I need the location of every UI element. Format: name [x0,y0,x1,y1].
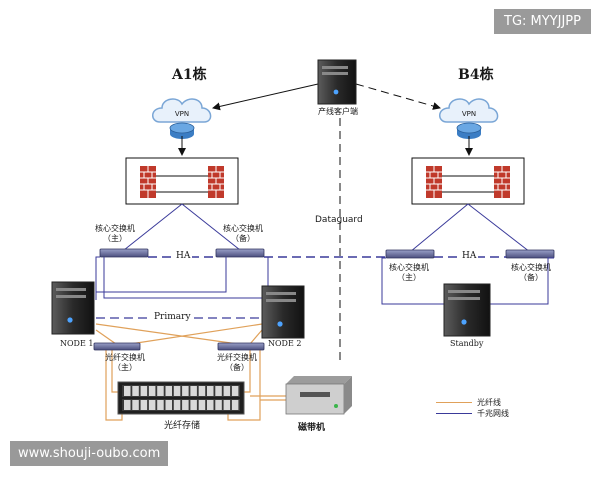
disk-slot [231,386,239,396]
disk-slot [182,400,189,410]
disk-slot [148,386,156,396]
disk-slot [132,386,139,396]
core-switch-a-backup [215,248,265,258]
disk-slot [132,400,139,410]
disk-slot [173,386,181,396]
disk-slot [124,386,131,396]
core-switch-a-backup-name: 核心交换机 [223,224,263,233]
disk-slot [148,400,156,410]
standby-label: Standby [450,339,484,348]
disk-slot [190,386,197,396]
fc-switch-main-label: 光纤交换机 （主） [100,353,150,373]
legend-fiber-swatch [436,402,472,403]
disk-slot [157,400,164,410]
site-b-title: B4栋 [458,67,494,83]
client-to-vpn-a-arrow [212,83,319,111]
core-switch-b-backup-role: （备） [519,273,543,282]
disk-slot [140,386,148,396]
disk-slot [182,386,189,396]
disk-slot [157,386,164,396]
core-switch-a-backup-label: 核心交换机 （备） [216,224,270,244]
legend-fiber: 光纤线 [436,397,501,408]
primary-label: Primary [152,312,193,322]
node2-label: NODE 2 [268,339,302,348]
legend-gigabit-swatch [436,413,472,414]
core-switch-a-main [99,248,149,258]
disk-slot [223,386,231,396]
core-switch-b-main [385,249,435,259]
standby-server-icon [443,283,491,337]
core-switch-a-main-label: 核心交换机 （主） [88,224,142,244]
core-switch-a-main-role: （主） [103,234,127,243]
disk-slot [165,400,172,410]
core-switch-b-main-label: 核心交换机 （主） [382,263,436,283]
disk-slot [215,386,222,396]
firewall-a-brick-left-icon [139,165,157,199]
disk-slot [223,400,231,410]
disk-slot [198,400,206,410]
node1-server-icon [51,281,95,335]
core-switch-a-main-name: 核心交换机 [95,224,135,233]
fc-switch-backup-name: 光纤交换机 [217,353,257,362]
legend-gigabit-label: 千兆网线 [477,409,509,418]
disk-slot [215,400,222,410]
watermark-tag: TG: MYYJJPP [494,9,591,34]
client-server-icon [317,59,357,105]
disk-slot [198,386,206,396]
fc-switch-main-name: 光纤交换机 [105,353,145,362]
tape-drive-icon [285,376,352,415]
firewall-b-brick-right-icon [493,165,511,199]
ha-a-label: HA [174,251,193,261]
core-switch-b-backup [505,249,555,259]
disk-slot [124,400,131,410]
disk-slot [231,400,239,410]
fc-switch-backup-label: 光纤交换机 （备） [212,353,262,373]
core-switch-b-main-role: （主） [397,273,421,282]
fc-switch-backup [217,342,265,351]
node2-server-icon [261,285,305,339]
legend-fiber-label: 光纤线 [477,398,501,407]
disk-slot [165,386,172,396]
node1-label: NODE 1 [60,339,94,348]
fc-switch-backup-role: （备） [225,363,249,372]
vpn-b-label: VPN [461,110,477,118]
core-switch-b-backup-label: 核心交换机 （备） [504,263,558,283]
core-switch-b-main-name: 核心交换机 [389,263,429,272]
dataguard-label: Dataguard [315,215,363,225]
disk-slot [173,400,181,410]
site-a-title: A1栋 [172,67,207,83]
disk-slot [190,400,197,410]
disk-slot [207,386,214,396]
storage-disks [124,386,239,410]
fc-switch-main [93,342,141,351]
vpn-a-label: VPN [174,110,190,118]
client-to-vpn-b-arrow [355,83,441,110]
core-switch-a-backup-role: （备） [231,234,255,243]
core-switch-b-backup-name: 核心交换机 [511,263,551,272]
disk-slot [207,400,214,410]
disk-slot [140,400,148,410]
tape-drive-label: 磁带机 [298,423,326,433]
client-label: 产线客户端 [318,107,358,116]
legend-gigabit: 千兆网线 [436,408,509,419]
fc-switch-main-role: （主） [113,363,137,372]
fiber-storage-label: 光纤存储 [164,421,201,431]
firewall-b-brick-left-icon [425,165,443,199]
firewall-a-brick-right-icon [207,165,225,199]
watermark-url: www.shouji-oubo.com [10,441,169,466]
ha-b-label: HA [460,251,479,261]
